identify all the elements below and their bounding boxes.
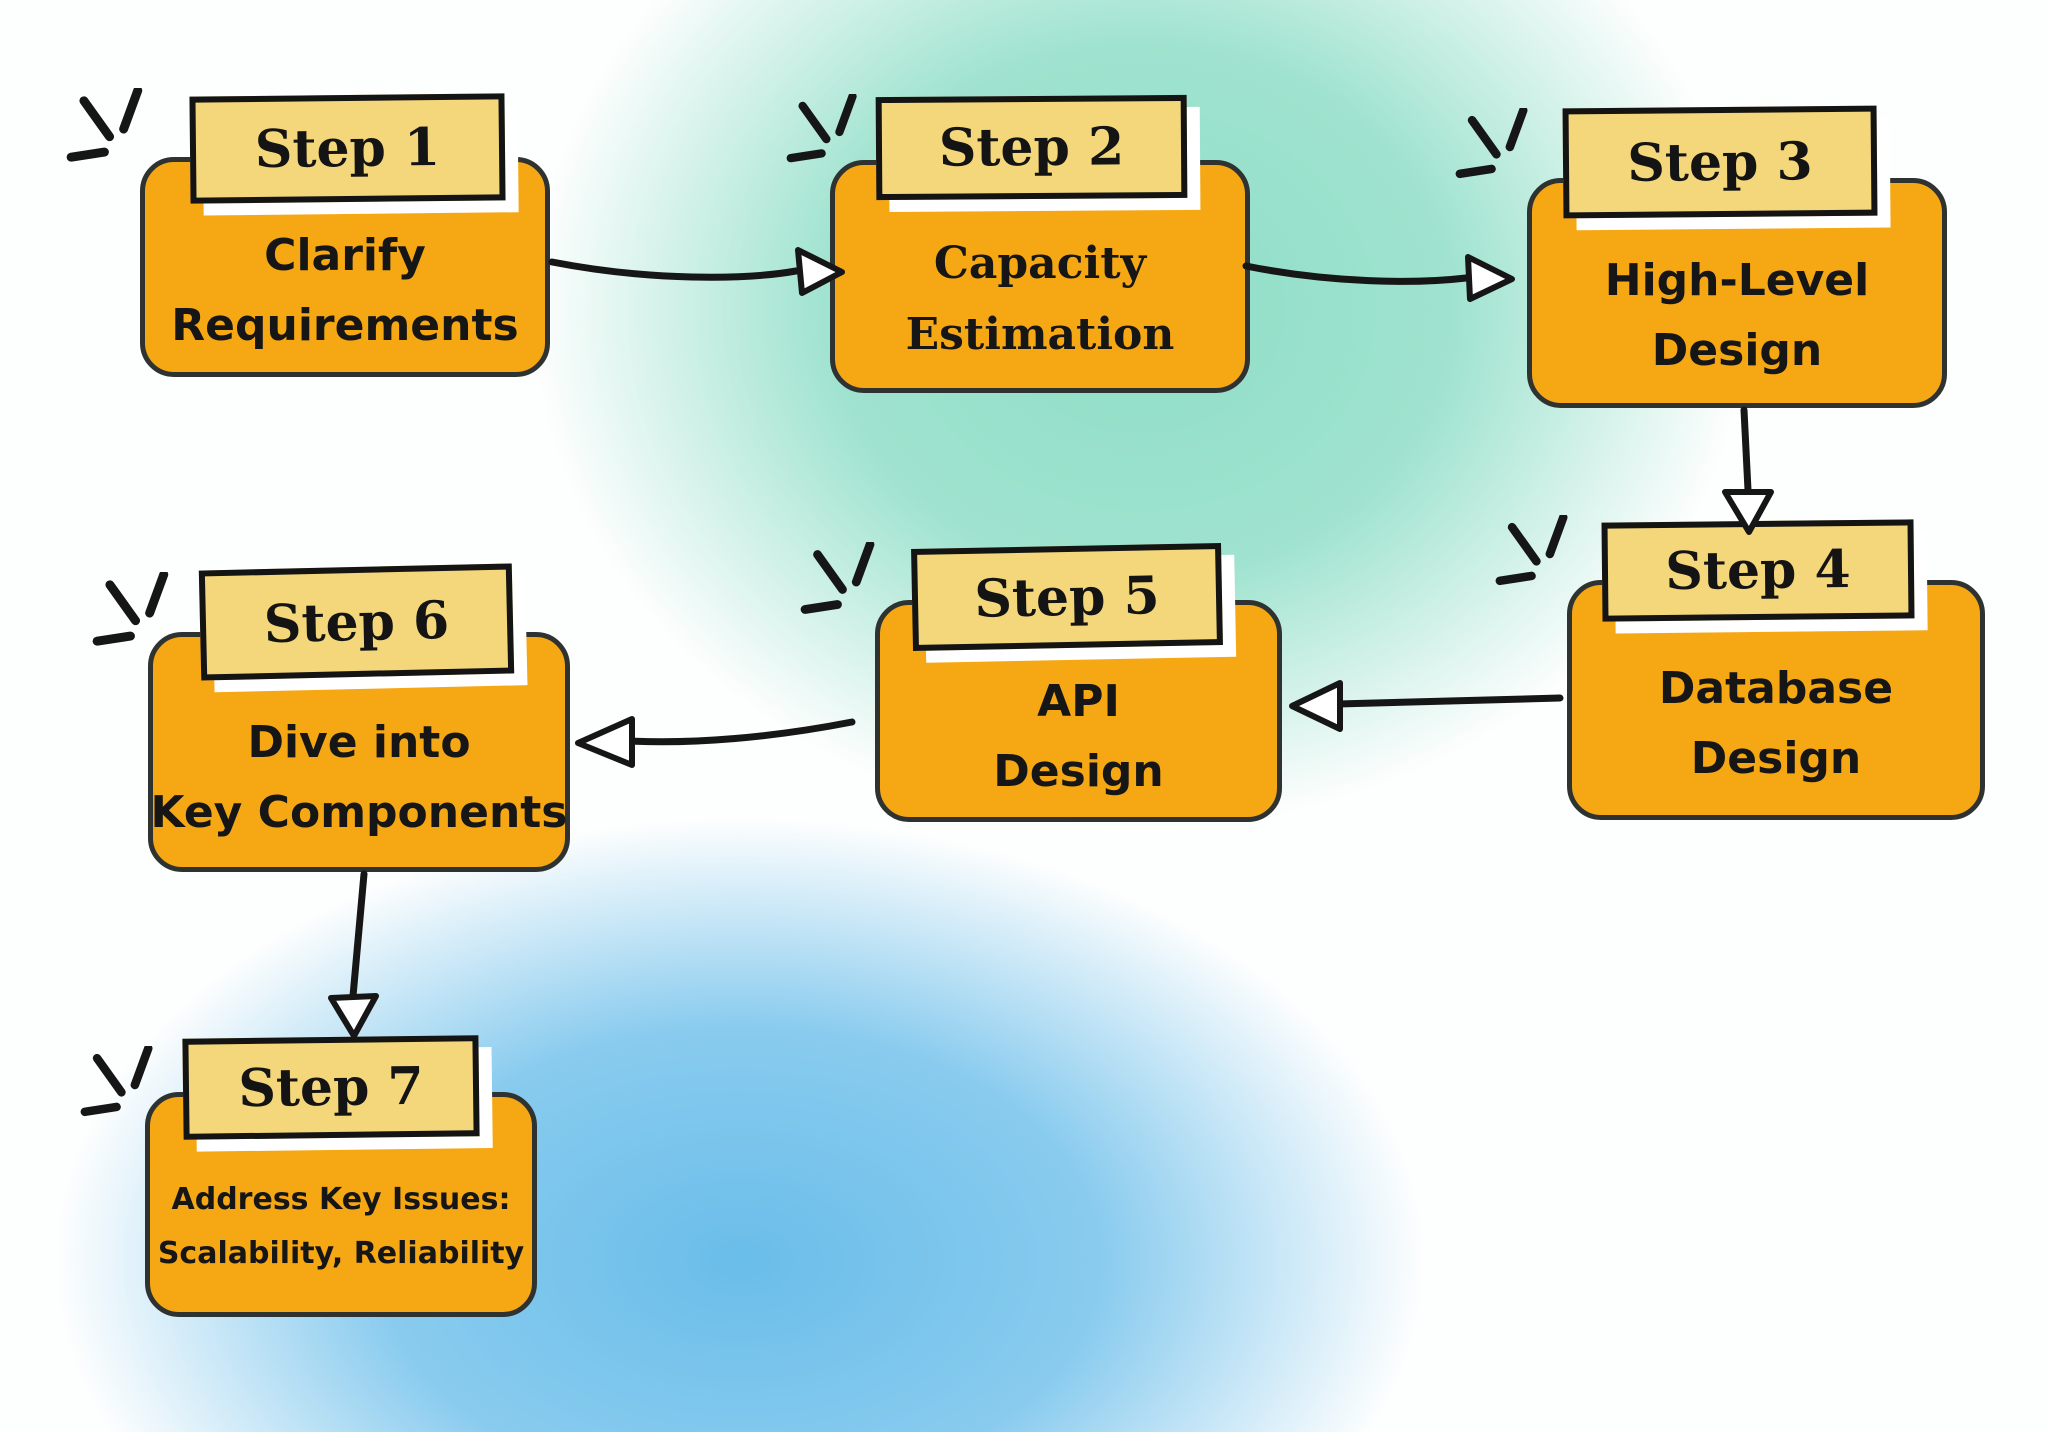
step-1-text-line2: Requirements <box>171 300 519 351</box>
step-6-badge-label: Step 6 <box>263 589 450 655</box>
arrow-step3-to-step4 <box>1722 406 1774 535</box>
sparkle-icon <box>1455 108 1528 179</box>
step-3-text-line2: Design <box>1651 325 1823 376</box>
step-2-badge: Step 2 <box>875 94 1188 201</box>
step-3-text-line1: High-Level <box>1604 254 1870 306</box>
step-3-badge-label: Step 3 <box>1627 130 1813 194</box>
step-6-text-line2: Key Components <box>150 787 568 838</box>
step-1-badge-label: Step 1 <box>254 117 441 180</box>
step-6-text-line1: Dive into <box>247 716 471 768</box>
arrow-step2-to-step3 <box>1242 254 1515 302</box>
arrow-step6-to-step7 <box>328 870 379 1039</box>
step-4-badge: Step 4 <box>1601 519 1915 622</box>
step-5-badge-label: Step 5 <box>973 564 1161 630</box>
step-3-badge: Step 3 <box>1562 105 1878 219</box>
sparkle-icon <box>80 1046 153 1117</box>
step-2-text-line1: Capacity <box>933 238 1147 290</box>
arrow-step1-to-step2 <box>548 247 845 296</box>
step-7-text-line1: Address Key Issues: <box>171 1181 511 1217</box>
step-5-text-line1: API <box>1037 675 1120 727</box>
sparkle-icon <box>1495 515 1568 586</box>
step-2-badge-label: Step 2 <box>938 116 1125 179</box>
arrow-step5-to-step6 <box>575 716 856 768</box>
sparkle-icon <box>800 542 875 614</box>
step-1-text-line1: Clarify <box>264 229 426 281</box>
sparkle-icon <box>66 88 143 162</box>
step-6-badge: Step 6 <box>198 563 515 681</box>
sparkle-icon <box>786 94 857 163</box>
step-1-badge: Step 1 <box>189 93 506 204</box>
step-4-badge-label: Step 4 <box>1665 539 1851 602</box>
step-4-text-line1: Database <box>1658 662 1894 714</box>
step-5-badge: Step 5 <box>911 543 1223 651</box>
arrow-step4-to-step5 <box>1289 680 1564 732</box>
sparkle-icon <box>92 572 169 646</box>
step-7-badge: Step 7 <box>182 1035 480 1140</box>
step-7-badge-label: Step 7 <box>237 1055 425 1120</box>
step-5-text-line2: Design <box>993 746 1164 797</box>
step-2-text-line2: Estimation <box>905 308 1175 360</box>
step-7-text-line2: Scalability, Reliability <box>157 1235 525 1271</box>
step-4-text-line2: Design <box>1690 733 1862 784</box>
